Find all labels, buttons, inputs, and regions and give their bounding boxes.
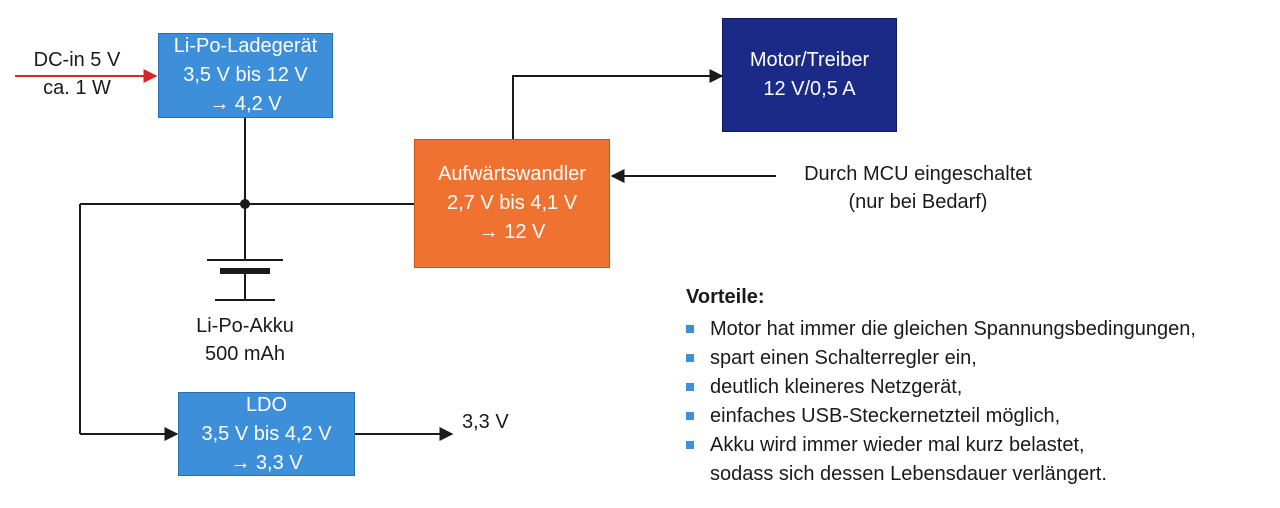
charger-title: Li-Po-Ladegerät [173,35,318,57]
motor-driver-box: Motor/Treiber 12 V/0,5 A [722,18,897,132]
advantage-text: Motor hat immer die gleichen Spannungsbe… [710,318,1196,340]
motor-title: Motor/Treiber [749,49,870,71]
advantage-item: Motor hat immer die gleichen Spannungsbe… [686,315,1196,344]
charger-input-range: 3,5 V bis 12 V [183,64,308,86]
mcu-enable-note: Durch MCU eingeschaltet (nur bei Bedarf) [782,160,1054,216]
advantages-section: Vorteile: Motor hat immer die gleichen S… [686,283,1196,489]
boost-converter-box: Aufwärtswandler 2,7 V bis 4,1 V → 12 V [414,139,610,268]
advantage-text: einfaches USB-Steckernetzteil möglich, [710,405,1061,427]
dc-input-label: DC-in 5 V ca. 1 W [16,46,138,102]
bullet-square-icon [686,412,694,420]
advantage-text: spart einen Schalterregler ein, [710,347,977,369]
dc-input-line-2: ca. 1 W [43,77,111,99]
bullet-square-icon [686,383,694,391]
battery-type: Li-Po-Akku [196,315,294,337]
ldo-output: → 3,3 V [230,451,303,474]
advantages-list: Motor hat immer die gleichen Spannungsbe… [686,315,1196,489]
dc-input-line-1: DC-in 5 V [33,49,121,71]
boost-title: Aufwärtswandler [438,163,586,185]
junction-dot [240,199,250,209]
boost-input-range: 2,7 V bis 4,1 V [446,192,578,214]
motor-rating: 12 V/0,5 A [763,78,856,100]
ldo-output-label: 3,3 V [462,411,509,433]
ldo-title: LDO [245,393,288,416]
ldo-input-range: 3,5 V bis 4,2 V [201,422,332,445]
bullet-square-icon [686,354,694,362]
mcu-note-line-2: (nur bei Bedarf) [848,191,988,213]
battery-symbol [207,259,283,301]
advantages-title: Vorteile: [686,286,765,308]
bullet-square-icon [686,441,694,449]
boost-to-motor-wire [512,69,724,139]
charger-output: → 4,2 V [209,93,282,115]
advantage-text: Akku wird immer wieder mal kurz belastet… [710,434,1085,456]
advantage-item: einfaches USB-Steckernetzteil möglich, [686,402,1196,431]
advantage-item: spart einen Schalterregler ein, [686,344,1196,373]
ldo-box: LDO 3,5 V bis 4,2 V → 3,3 V [178,392,355,476]
boost-output: → 12 V [478,221,546,243]
advantage-item: deutlich kleineres Netzgerät, [686,373,1196,402]
battery-label: Li-Po-Akku 500 mAh [165,312,325,368]
advantage-item: Akku wird immer wieder mal kurz belastet… [686,431,1196,489]
advantage-text-continuation: sodass sich dessen Lebensdauer verlänger… [710,463,1107,485]
mcu-note-line-1: Durch MCU eingeschaltet [804,163,1032,185]
advantage-text: deutlich kleineres Netzgerät, [710,376,963,398]
battery-capacity: 500 mAh [204,343,286,365]
bullet-square-icon [686,325,694,333]
charger-box: Li-Po-Ladegerät 3,5 V bis 12 V → 4,2 V [158,33,333,118]
